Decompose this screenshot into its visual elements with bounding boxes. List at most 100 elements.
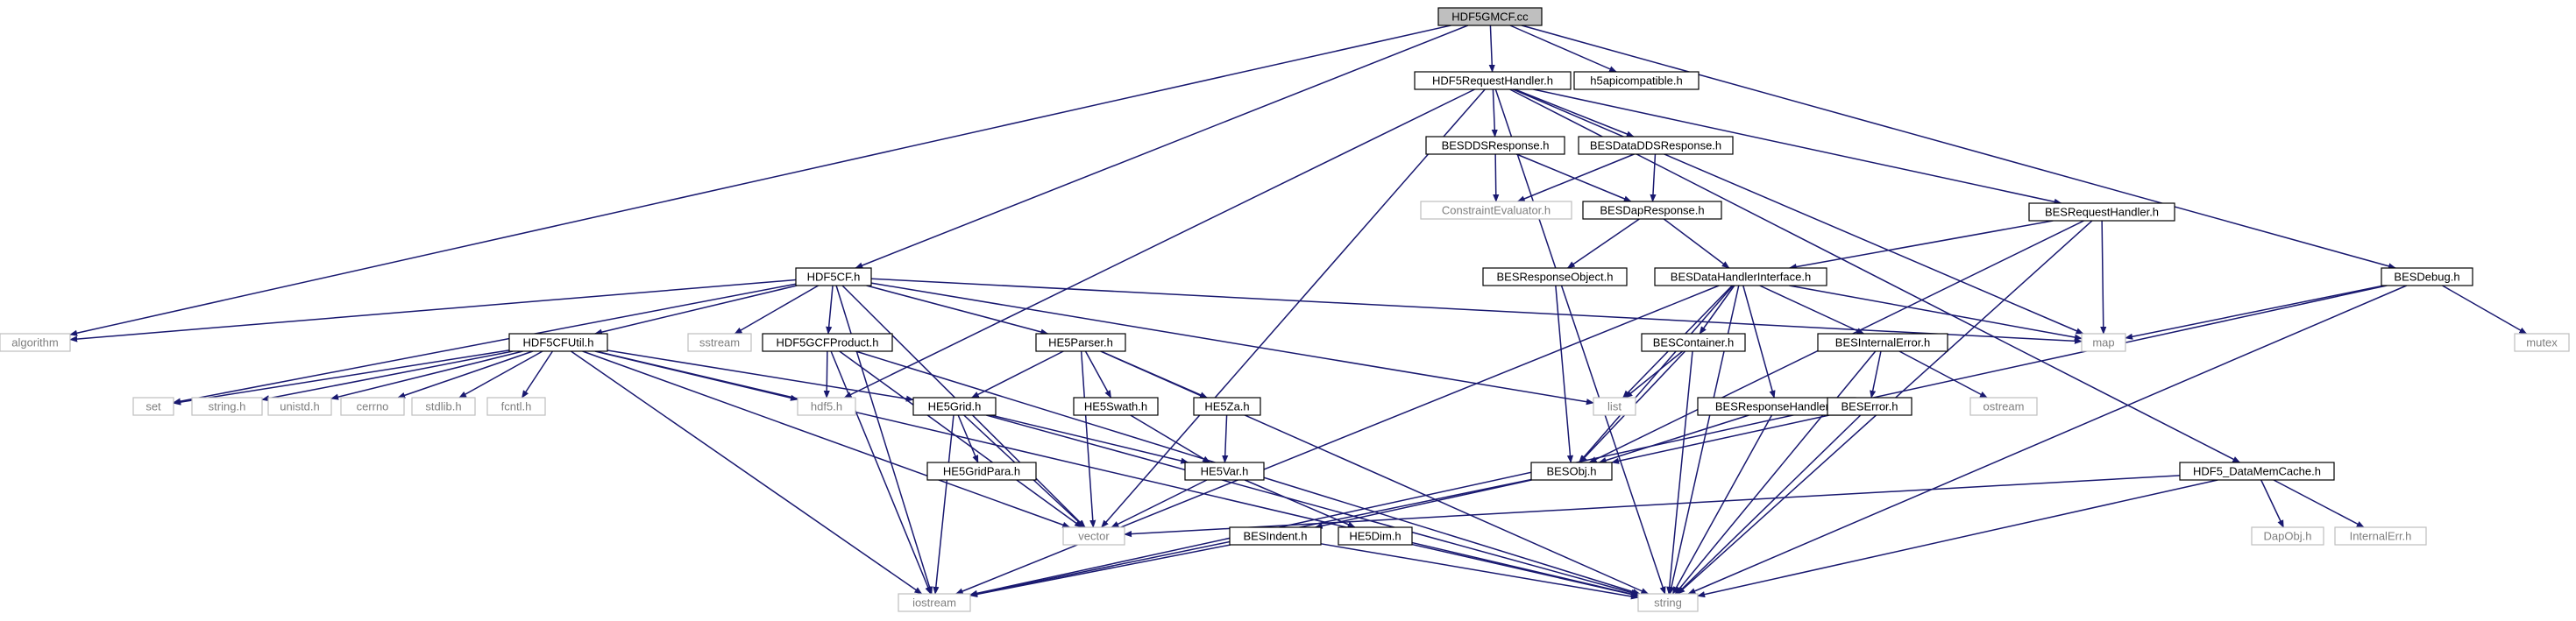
node-label: list [1607,400,1622,413]
node-besinternalerror-h[interactable]: BESInternalError.h [1817,333,1948,352]
node-hdf5cf-h[interactable]: HDF5CF.h [795,267,872,286]
edge-HE5Parser_h-to-HE5Swath_h [1084,350,1112,399]
edge-HDF5CFUtil_h-to-stdlib_h [458,350,543,399]
node-constraintevaluator-h: ConstraintEvaluator.h [1420,201,1572,220]
node-map: map [2081,333,2126,352]
node-box [797,397,856,416]
node-he5var-h[interactable]: HE5Var.h [1184,462,1265,481]
edge-BESDDSResponse_h-to-BESDapResponse_h [1515,153,1632,202]
edge-HDF5GMCF_cc-to-BESDebug_h [1521,25,2396,270]
edge-HE5Dim_h-to-string [1411,543,1639,597]
node-he5dim-h[interactable]: HE5Dim.h [1338,526,1413,546]
edge-HDF5CF_h-to-set [173,283,797,405]
node-box [486,397,546,416]
node-besdapresponse-h[interactable]: BESDapResponse.h [1582,201,1722,220]
node-label: algorithm [11,336,58,349]
edge-HDF5_DataMemCache_h-to-string [1697,479,2218,598]
node-besdataddsresponse-h[interactable]: BESDataDDSResponse.h [1578,136,1734,155]
node-sstream: sstream [687,333,752,352]
node-box [2028,202,2175,222]
edge-BESRequestHandler_h-to-BESDataHandlerInterface_h [1788,220,2054,271]
node-label: BESContainer.h [1653,336,1735,349]
node-label: BESResponseHandler.h [1715,400,1838,413]
edge-HDF5RequestHandler_h-to-BESDDSResponse_h [1491,88,1498,138]
node-box [267,397,332,416]
edge-HE5Grid_h-to-iostream [933,414,954,595]
node-besresponseobject-h[interactable]: BESResponseObject.h [1482,267,1628,286]
edge-HE5Var_h-to-HE5Dim_h [1244,479,1356,528]
edge-BESResponseObject_h-to-BESObj_h [1555,285,1574,463]
node-label: HDF5_DataMemCache.h [2193,465,2321,478]
node-hdf5cfutil-h[interactable]: HDF5CFUtil.h [508,333,608,352]
edge-HDF5GCFProduct_h-to-iostream [830,350,932,595]
node-box [1420,201,1572,220]
node-h5apicompatible-h[interactable]: h5apicompatible.h [1573,71,1700,90]
node-label: HDF5GMCF.cc [1451,11,1529,24]
node-he5swath-h[interactable]: HE5Swath.h [1073,397,1159,416]
node-label: unistd.h [280,400,320,413]
node-label: InternalErr.h [2350,530,2412,543]
node-besresponsehandler-h[interactable]: BESResponseHandler.h [1697,397,1856,416]
node-he5gridpara-h[interactable]: HE5GridPara.h [926,462,1037,481]
edge-BESDataHandlerInterface_h-to-BESObj_h [1579,285,1734,463]
edge-HE5Var_h-to-vector [1111,479,1208,528]
node-box [1437,7,1543,26]
edge-BESResponseHandler_h-to-BESObj_h [1598,414,1749,463]
node-vector: vector [1062,526,1125,546]
node-besobj-h[interactable]: BESObj.h [1530,462,1613,481]
edge-HDF5CFUtil_h-to-HE5Grid_h [607,349,914,402]
node-label: vector [1078,530,1110,543]
edge-BESRequestHandler_h-to-map [2100,220,2107,335]
node-label: BESDDSResponse.h [1442,139,1550,152]
edge-HE5Parser_h-to-vector [1080,350,1096,528]
node-label: HE5Parser.h [1048,336,1113,349]
edge-BESDataHandlerInterface_h-to-string [1668,285,1740,595]
node-list: list [1593,397,1636,416]
node-hdf5requesthandler-h[interactable]: HDF5RequestHandler.h [1414,71,1572,90]
node-label: map [2092,336,2114,349]
node-box [795,267,872,286]
node-besrequesthandler-h[interactable]: BESRequestHandler.h [2028,202,2175,222]
node-box [1578,136,1734,155]
edge-HE5Grid_h-to-string [986,414,1639,596]
edge-BESDebug_h-to-iostream [969,285,2388,596]
node-hdf5gmcf-cc[interactable]: HDF5GMCF.cc [1437,7,1543,26]
node-besdatahandlerinterface-h[interactable]: BESDataHandlerInterface.h [1654,267,1827,286]
edge-BESDapResponse_h-to-BESResponseObject_h [1566,218,1640,269]
edge-BESContainer_h-to-list [1624,350,1684,399]
edge-BESDDSResponse_h-to-ConstraintEvaluator_h [1493,153,1500,202]
edge-BESInternalError_h-to-string [1674,350,1877,595]
node-label: stdlib.h [425,400,461,413]
edge-BESDataHandlerInterface_h-to-BESInternalError_h [1759,285,1865,335]
edge-HDF5GCFProduct_h-to-vector [839,350,1082,528]
node-box [1641,333,1746,352]
node-label: ostream [1983,400,2025,413]
node-box [132,397,174,416]
edge-BESError_h-to-BESObj_h [1611,414,1830,464]
edge-BESDebug_h-to-string [1687,285,2408,595]
node-box [1637,593,1699,612]
node-hdf5-datamemcache-h[interactable]: HDF5_DataMemCache.h [2179,462,2335,481]
edge-BESIndent_h-to-string [1320,543,1639,600]
edge-HDF5CFUtil_h-to-string [595,350,1639,597]
edge-BESDataDDSResponse_h-to-BESDapResponse_h [1650,153,1657,202]
edge-HDF5CFUtil_h-to-vector [582,350,1071,528]
node-bescontainer-h[interactable]: BESContainer.h [1641,333,1746,352]
edge-HDF5CFUtil_h-to-string_h [261,350,514,402]
node-hdf5gcfproduct-h[interactable]: HDF5GCFProduct.h [762,333,893,352]
node-besddsresponse-h[interactable]: BESDDSResponse.h [1425,136,1565,155]
node-box [1593,397,1636,416]
node-string-h: string.h [191,397,263,416]
node-besindent-h[interactable]: BESIndent.h [1229,526,1322,546]
node-he5za-h[interactable]: HE5Za.h [1193,397,1261,416]
node-he5parser-h[interactable]: HE5Parser.h [1035,333,1126,352]
node-box [1969,397,2038,416]
node-besdebug-h[interactable]: BESDebug.h [2381,267,2473,286]
node-he5grid-h[interactable]: HE5Grid.h [912,397,997,416]
node-box [508,333,608,352]
node-beserror-h[interactable]: BESError.h [1827,397,1912,416]
edge-HDF5GMCF_cc-to-algorithm [69,25,1451,336]
node-box [2334,526,2427,546]
node-label: HDF5CFUtil.h [523,336,594,349]
edge-HDF5GMCF_cc-to-HDF5RequestHandler_h [1488,25,1495,73]
